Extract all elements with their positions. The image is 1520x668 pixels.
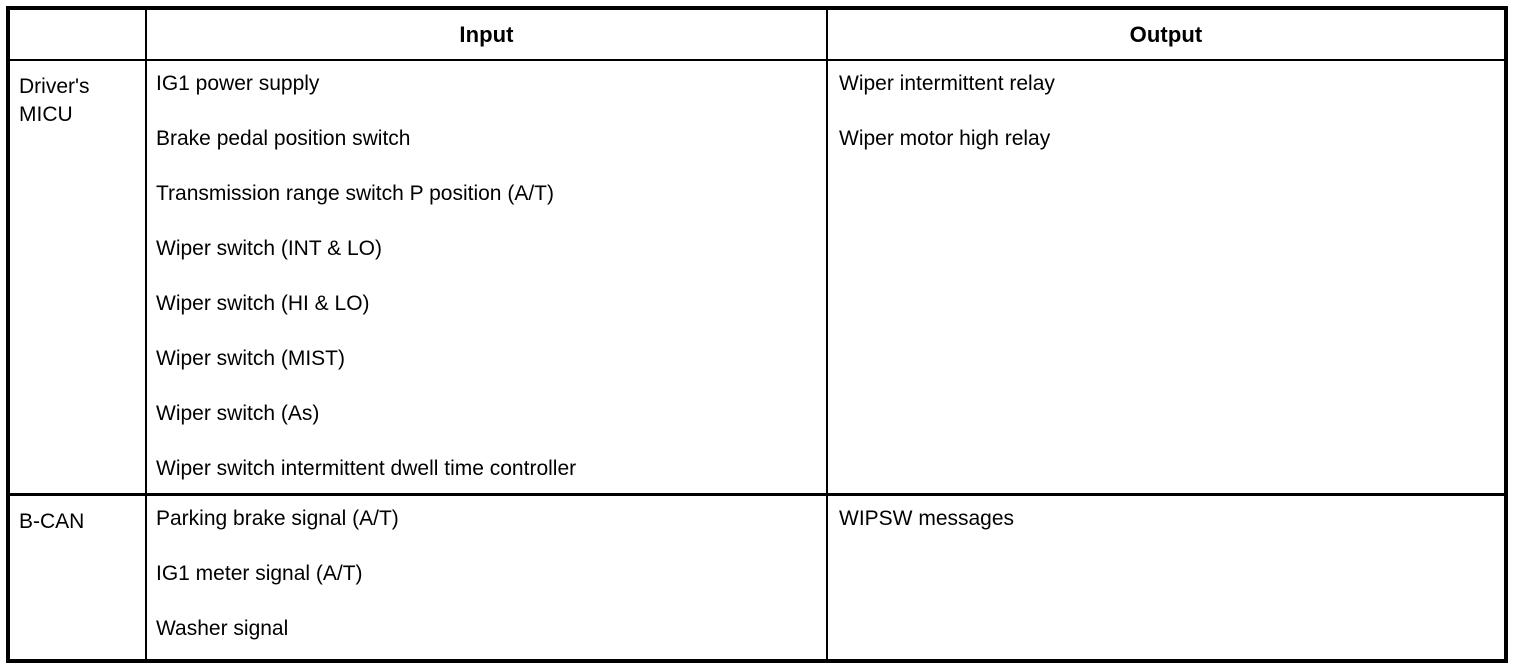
table-row: Driver's MICU IG1 power supply Brake ped… [10,61,1504,493]
list-item: Wiper motor high relay [839,127,1051,150]
row-output-cell: Wiper intermittent relay Wiper motor hig… [828,61,1504,493]
list-item: IG1 meter signal (A/T) [156,562,363,585]
list-item: Parking brake signal (A/T) [156,507,399,530]
row-input-cell: Parking brake signal (A/T) IG1 meter sig… [147,496,826,659]
column-header-output: Output [1129,21,1203,47]
output-item-list: WIPSW messages [839,507,1504,562]
column-divider-system-input [145,10,147,659]
list-item: IG1 power supply [156,72,320,95]
list-item: WIPSW messages [839,507,1015,530]
input-item-list: IG1 power supply Brake pedal position sw… [156,72,826,493]
row-input-cell: IG1 power supply Brake pedal position sw… [147,61,826,493]
list-item: Wiper switch intermittent dwell time con… [156,457,577,480]
list-item: Wiper switch (As) [156,402,320,425]
input-item-list: Parking brake signal (A/T) IG1 meter sig… [156,507,826,659]
list-item: Brake pedal position switch [156,127,411,150]
row-divider-micu-bcan [10,493,1504,496]
list-item: Wiper switch (MIST) [156,347,345,370]
list-item: Wiper switch (INT & LO) [156,237,382,260]
header-row-divider [10,59,1504,61]
row-system-label: B-CAN [19,510,85,533]
input-output-table: Input Output Driver's MICU IG1 power sup… [6,6,1508,663]
row-output-cell: WIPSW messages [828,496,1504,659]
output-item-list: Wiper intermittent relay Wiper motor hig… [839,72,1504,182]
column-header-input: Input [459,21,514,47]
row-system-label-cell: B-CAN [10,496,145,659]
list-item: Wiper switch (HI & LO) [156,292,370,315]
list-item: Washer signal [156,617,289,640]
list-item: Transmission range switch P position (A/… [156,182,554,205]
list-item: Wiper intermittent relay [839,72,1055,95]
row-system-label-cell: Driver's MICU [10,61,145,493]
table-row: B-CAN Parking brake signal (A/T) IG1 met… [10,496,1504,659]
row-system-label: Driver's MICU [19,75,90,126]
column-divider-input-output [826,10,828,659]
table-header-row: Input Output [10,10,1504,59]
